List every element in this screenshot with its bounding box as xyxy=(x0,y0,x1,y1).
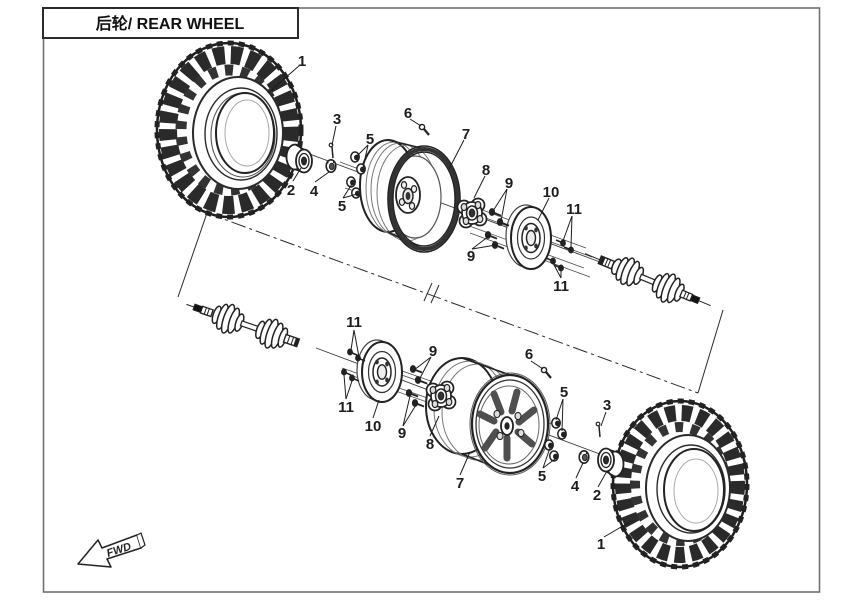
callout-studs-lower-a: 9 xyxy=(429,343,437,360)
castle-nut-upper xyxy=(325,159,337,173)
fwd-arrow: FWD xyxy=(77,532,146,568)
page-border xyxy=(42,7,821,593)
callout-disc-upper: 10 xyxy=(543,184,560,201)
tire-upper xyxy=(154,40,304,220)
part-callouts: 1 2 3 4 5 5 6 7 8 9 9 10 11 11 11 11 10 … xyxy=(287,53,611,553)
wheel-rim-upper xyxy=(359,139,461,253)
callout-lug-nuts-upper-a: 5 xyxy=(366,131,374,148)
callout-disc-lower: 10 xyxy=(365,418,382,435)
disc-bolts-lower xyxy=(341,348,366,382)
callout-studs-upper-a: 9 xyxy=(505,175,513,192)
callout-bolts-upper-b: 11 xyxy=(553,278,569,295)
callout-lug-nuts-lower-b: 5 xyxy=(538,468,546,485)
callout-cotter-pin-lower: 3 xyxy=(603,397,611,414)
callout-bolts-lower-a: 11 xyxy=(346,314,362,331)
callout-hub-upper: 8 xyxy=(482,162,490,179)
callout-rim-lower: 7 xyxy=(456,475,464,492)
callout-castle-nut-lower: 4 xyxy=(571,478,580,495)
wheel-studs-upper xyxy=(484,208,510,250)
hub-cap-lower xyxy=(597,447,625,478)
axle-shaft-upper xyxy=(584,253,711,307)
callout-cotter-pin-upper: 3 xyxy=(333,111,341,128)
callout-hub-cap-lower: 2 xyxy=(593,487,601,504)
wheel-hub-upper xyxy=(456,197,488,229)
callout-tire-upper: 1 xyxy=(298,53,306,70)
callout-lug-nuts-upper-b: 5 xyxy=(338,198,346,215)
callout-tire-lower: 1 xyxy=(597,536,605,553)
callout-bolts-upper-a: 11 xyxy=(566,201,582,218)
axle-shaft-lower xyxy=(186,303,301,349)
cotter-pin-lower xyxy=(595,421,601,438)
hub-cap-upper xyxy=(285,143,313,174)
callout-rim-upper: 7 xyxy=(462,126,470,143)
lug-nuts-lower xyxy=(544,417,567,462)
tire-lower xyxy=(610,398,750,570)
brake-disc-upper xyxy=(505,204,552,270)
disc-bolts-upper xyxy=(545,239,574,272)
page-title: 后轮/ REAR WHEEL xyxy=(96,14,245,33)
cotter-pin-upper xyxy=(328,142,334,159)
castle-nut-lower xyxy=(578,450,590,464)
callout-bolts-lower-b: 11 xyxy=(338,399,354,416)
callout-lug-nuts-lower-a: 5 xyxy=(560,384,568,401)
callout-castle-nut-upper: 4 xyxy=(310,183,319,200)
section-plane-line xyxy=(177,212,724,394)
leader-lines xyxy=(267,64,634,538)
callout-valve-upper: 6 xyxy=(404,105,412,122)
fwd-label: FWD xyxy=(105,541,133,560)
title-block: 后轮/ REAR WHEEL xyxy=(42,7,299,39)
brake-disc-lower xyxy=(356,339,403,403)
callout-hub-cap-upper: 2 xyxy=(287,182,295,199)
wheel-hub-lower xyxy=(425,380,457,412)
callout-studs-upper-b: 9 xyxy=(467,248,475,265)
wheel-rim-lower xyxy=(425,357,551,476)
callout-studs-lower-b: 9 xyxy=(398,425,406,442)
callout-valve-lower: 6 xyxy=(525,346,533,363)
callout-hub-lower: 8 xyxy=(426,436,434,453)
